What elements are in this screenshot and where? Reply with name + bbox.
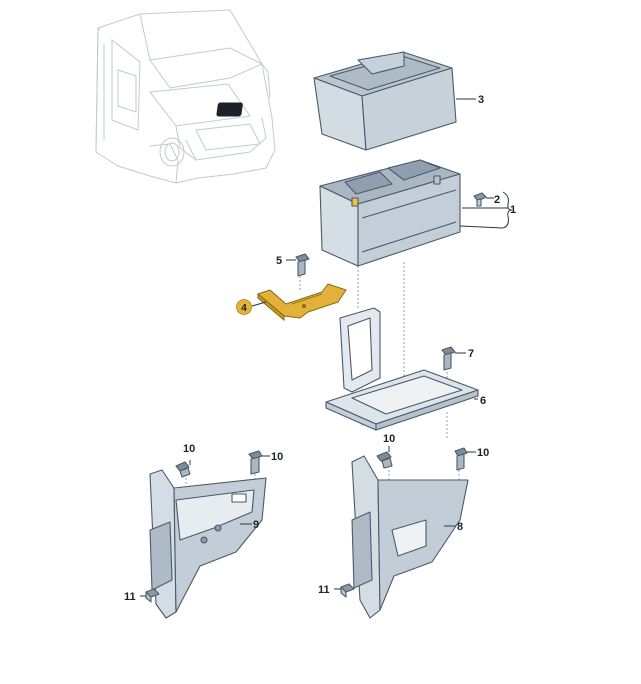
battery-location-marker [216,102,243,117]
callout-10-b: 10 [271,451,283,463]
bolt-part-10-d [454,447,476,471]
bolt-part-10-a [175,460,191,478]
callout-4: 4 [241,303,247,314]
callout-2: 2 [494,194,500,206]
callout-5: 5 [276,255,282,267]
callout-9: 9 [253,519,259,531]
callout-4-highlight-badge: 4 [236,299,252,315]
hold-down-bracket-highlighted [251,283,347,322]
callout-10-d: 10 [477,447,489,459]
mounting-bracket-right [351,455,469,619]
callout-6: 6 [480,395,486,407]
nut-part-11-a [140,588,160,603]
callout-10-a: 10 [183,443,195,455]
battery [319,159,461,267]
callout-11-b: 11 [318,584,330,596]
bolt-part-5 [286,253,310,277]
callout-7: 7 [468,348,474,360]
mounting-bracket-left [149,469,267,619]
callout-10-c: 10 [383,433,395,445]
bolt-part-10-c [376,446,393,469]
callout-3: 3 [478,94,484,106]
battery-cover [313,51,476,151]
callout-8: 8 [457,521,463,533]
bolt-part-10-b [248,450,270,475]
battery-tray [325,307,479,431]
vent-plug [459,191,513,229]
callout-1: 1 [510,204,516,216]
bolt-part-7 [441,346,466,371]
nut-part-11-b [334,583,355,598]
vehicle-locator-illustration [95,9,276,184]
callout-11-a: 11 [124,591,136,603]
